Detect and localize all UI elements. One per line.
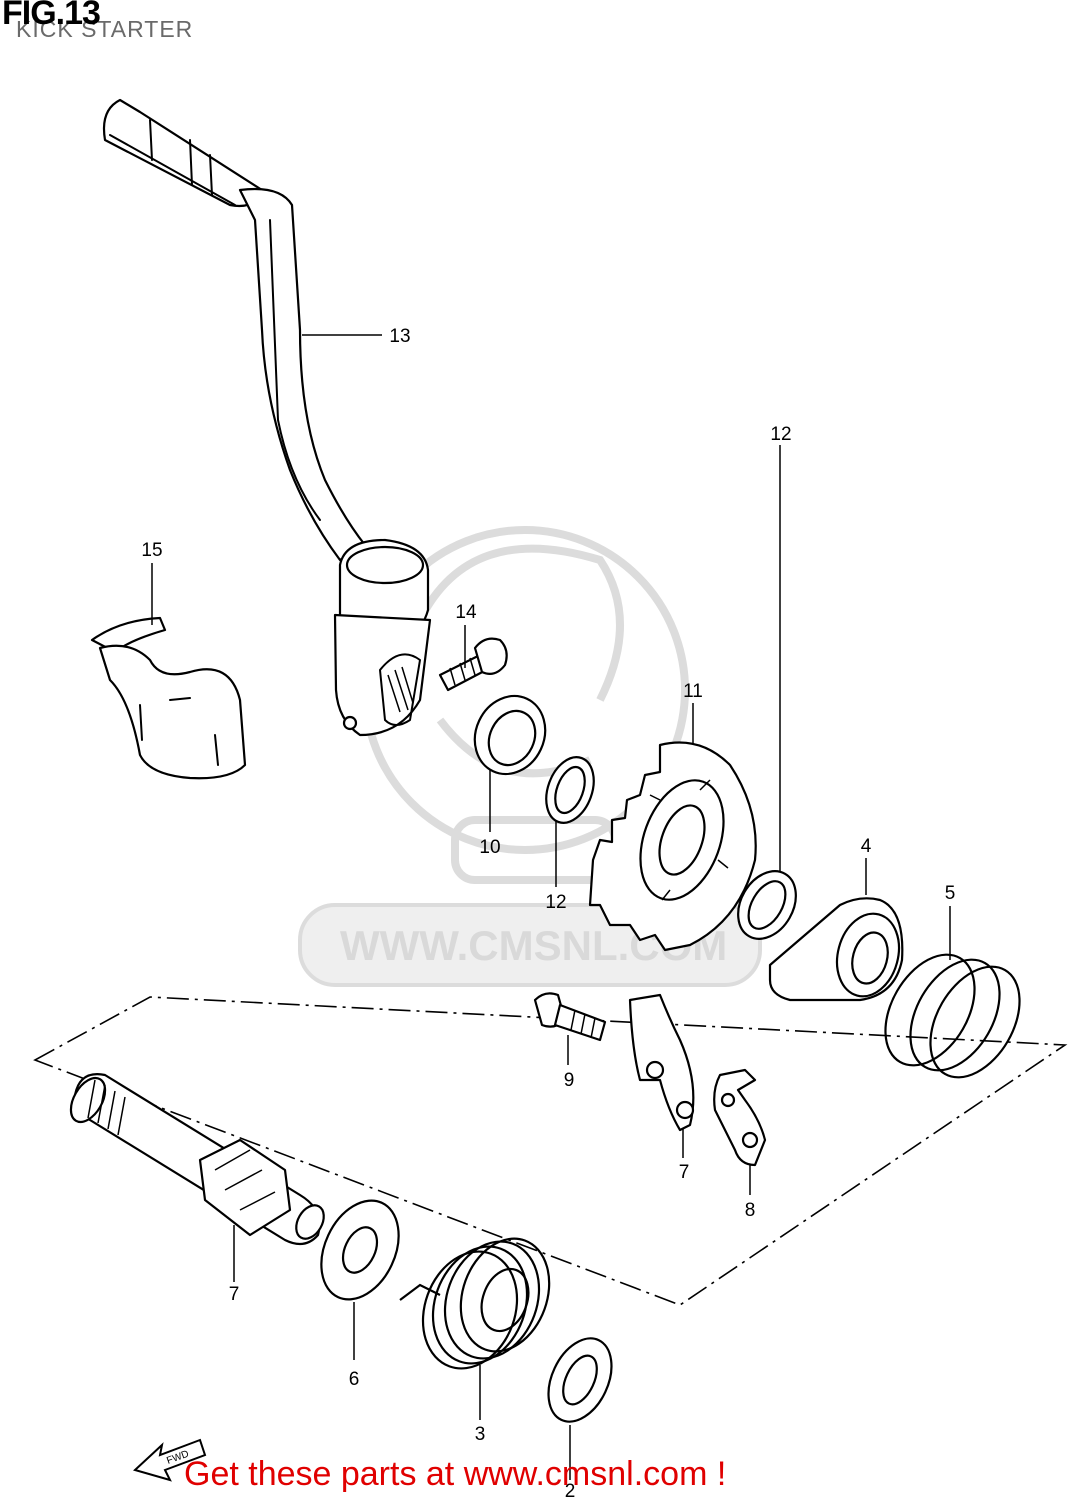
torsion-spring-part-3 bbox=[399, 1237, 551, 1370]
callout-4: 4 bbox=[861, 836, 872, 857]
callout-11: 11 bbox=[683, 681, 703, 702]
guide-part-4 bbox=[768, 897, 904, 1002]
washer-part-12-right-inner bbox=[747, 880, 787, 930]
bolt-part-14 bbox=[438, 637, 508, 692]
figure-title: FIG.13 bbox=[2, 0, 101, 32]
fwd-arrow-icon: FWD bbox=[133, 1438, 207, 1482]
callout-12-right: 12 bbox=[770, 424, 791, 445]
callout-10: 10 bbox=[479, 837, 500, 858]
callout-7-upper: 7 bbox=[679, 1162, 690, 1183]
callout-12-left: 12 bbox=[545, 892, 566, 913]
leader-lines bbox=[151, 334, 951, 1480]
bracket-part-8 bbox=[713, 1068, 767, 1167]
callout-14: 14 bbox=[455, 602, 477, 623]
circlip-part-2-inner bbox=[562, 1354, 598, 1406]
callout-9: 9 bbox=[564, 1070, 575, 1091]
callout-5: 5 bbox=[945, 883, 956, 904]
callout-2: 2 bbox=[565, 1481, 576, 1500]
plate-part-7-upper bbox=[628, 993, 695, 1132]
callout-15: 15 bbox=[141, 540, 162, 561]
assembly-frame bbox=[33, 996, 1068, 1306]
kick-lever-part-13 bbox=[102, 98, 432, 737]
figure-subtitle: KICK STARTER bbox=[16, 16, 194, 42]
callout-3: 3 bbox=[475, 1424, 486, 1445]
callout-7-lower: 7 bbox=[229, 1284, 240, 1305]
callout-8: 8 bbox=[745, 1200, 756, 1221]
bolt-part-9 bbox=[533, 992, 607, 1042]
footer-link[interactable]: Get these parts at www.cmsnl.com ! bbox=[184, 1455, 727, 1493]
boot-part-15 bbox=[90, 616, 247, 780]
kick-shaft-part-7 bbox=[69, 1073, 325, 1246]
washer-part-12-left-inner bbox=[554, 765, 586, 815]
gear-part-11 bbox=[588, 741, 757, 952]
oil-seal-part-10 bbox=[473, 694, 547, 776]
spring-part-5 bbox=[884, 953, 1021, 1079]
callout-6: 6 bbox=[349, 1369, 360, 1390]
washer-part-6-inner bbox=[341, 1226, 379, 1274]
callout-13: 13 bbox=[389, 326, 410, 347]
